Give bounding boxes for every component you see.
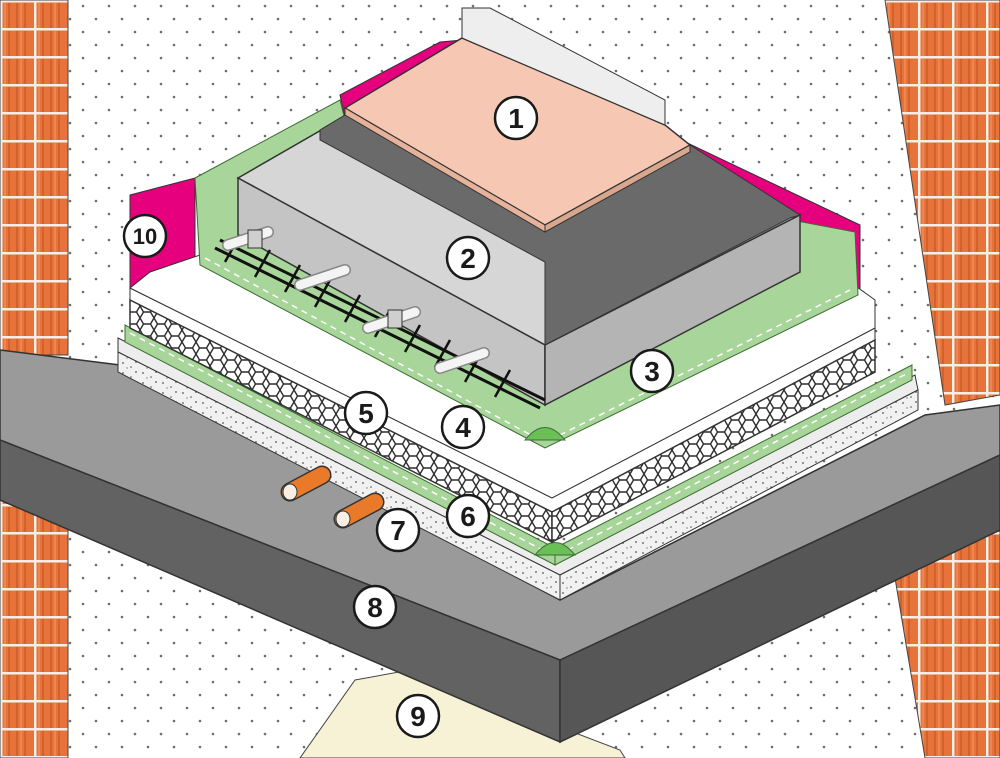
lower-membrane-face-right (554, 364, 913, 566)
callout-2-label: 2 (460, 243, 476, 274)
callout-1: 1 (493, 95, 539, 141)
skirting-panel (461, 7, 666, 126)
callout-3-label: 3 (644, 356, 660, 387)
upper-membrane-corner-fold (523, 427, 567, 441)
concrete-slab (0, 349, 1000, 744)
leveling-side-right (559, 389, 919, 601)
lower-membrane-corner-fold (533, 542, 577, 556)
callout-5-label: 5 (358, 398, 374, 429)
screed-block (236, 114, 803, 407)
callout-7-label: 7 (390, 515, 406, 546)
callout-1-label: 1 (508, 103, 524, 134)
callout-9-label: 9 (410, 701, 426, 732)
heating-pipes (222, 226, 490, 374)
finish-floor-edge-right (544, 144, 691, 233)
screed-front-right (544, 213, 801, 407)
callout-10-label: 10 (133, 224, 157, 249)
callout-2: 2 (445, 235, 491, 281)
insulation-layer (129, 287, 876, 544)
callouts: 1 2 3 4 5 6 7 8 (122, 95, 675, 739)
brick-wall-right-upper (884, 0, 1000, 406)
callout-6: 6 (445, 493, 491, 539)
callout-8: 8 (352, 584, 398, 630)
slab-front-right-face (559, 454, 1000, 744)
callout-10: 10 (122, 213, 168, 259)
brick-wall-left-upper (0, 0, 69, 356)
pipe-clip (247, 229, 263, 249)
callout-5: 5 (343, 390, 389, 436)
callout-7: 7 (375, 507, 421, 553)
insulation-side-right (551, 338, 876, 544)
pipe-clip (387, 309, 403, 329)
callout-9: 9 (395, 693, 441, 739)
lower-membrane (124, 324, 913, 566)
callout-4-label: 4 (455, 412, 471, 443)
callout-4: 4 (440, 404, 486, 450)
callout-8-label: 8 (367, 592, 383, 623)
callout-3: 3 (629, 348, 675, 394)
service-pipes (280, 465, 385, 529)
callout-6-label: 6 (460, 501, 476, 532)
